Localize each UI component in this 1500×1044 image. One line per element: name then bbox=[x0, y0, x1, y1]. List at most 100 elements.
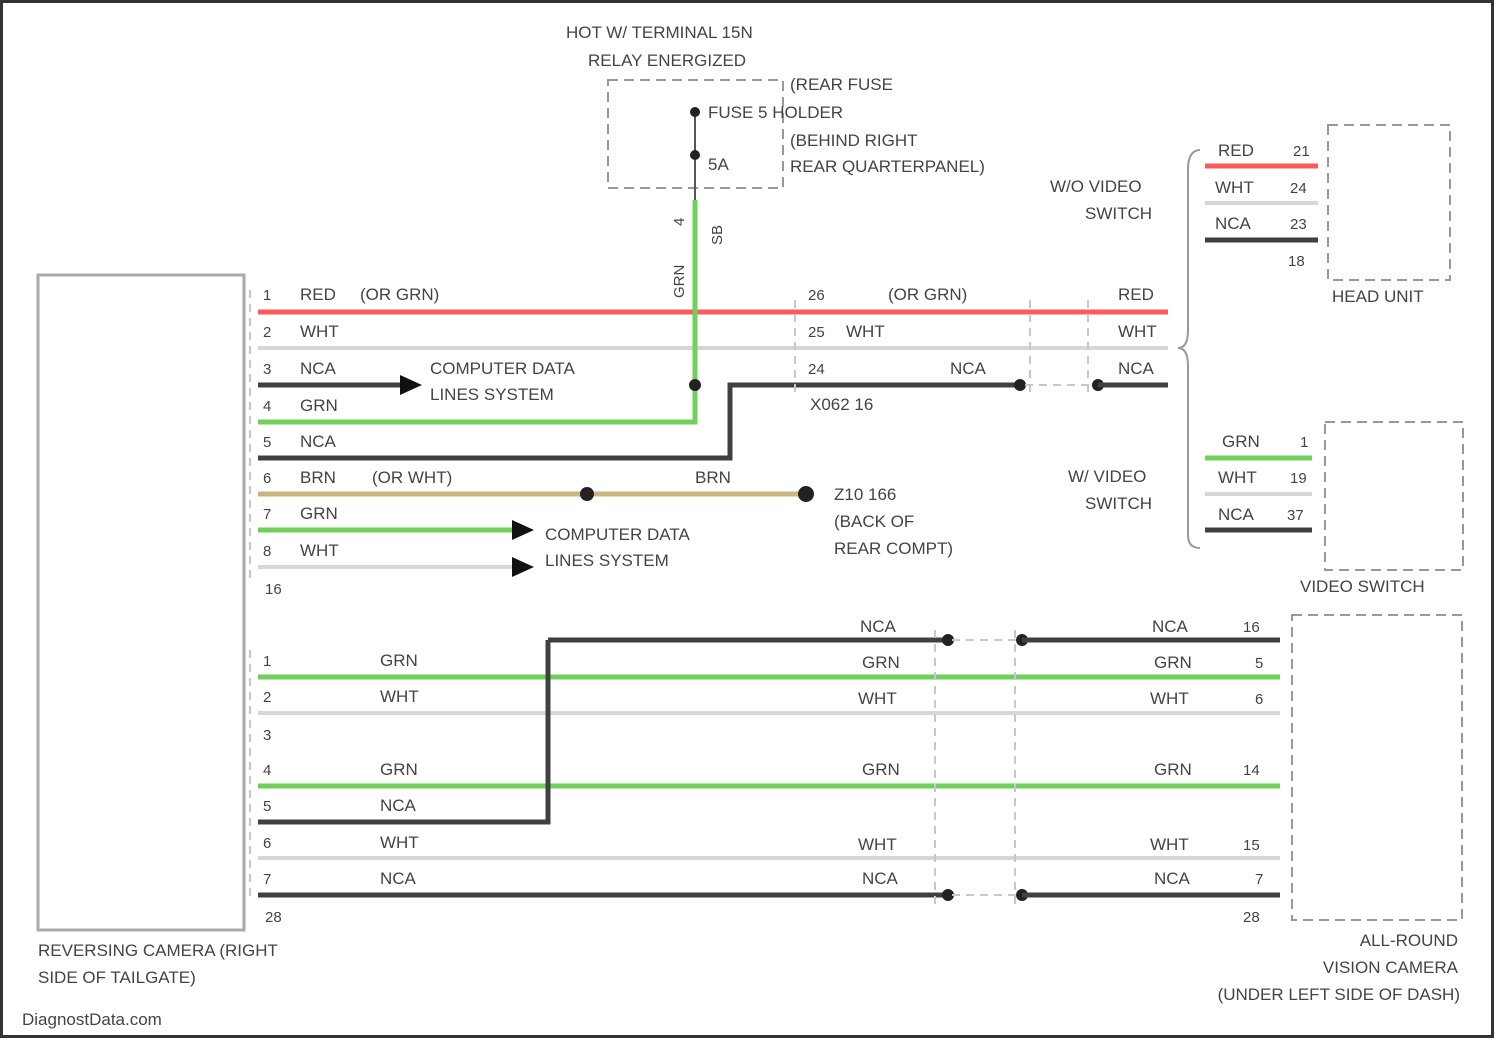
watermark: DiagnostData.com bbox=[22, 1010, 162, 1029]
rc-pin6-alt: (OR WHT) bbox=[372, 468, 452, 487]
data-lines-2-a: COMPUTER DATA bbox=[545, 525, 690, 544]
all-round-camera-box bbox=[1292, 615, 1462, 920]
vs-pin-grn-num: 1 bbox=[1300, 434, 1308, 451]
lc-pin-count: 28 bbox=[265, 909, 282, 926]
reversing-camera-name-1: REVERSING CAMERA (RIGHT bbox=[38, 941, 278, 960]
w-video-label-2: SWITCH bbox=[1085, 494, 1152, 513]
lower-mid-label-6: NCA bbox=[862, 869, 899, 888]
rc-pin6-num: 6 bbox=[263, 470, 271, 487]
splice-grn bbox=[689, 379, 701, 391]
lower-right-pin-5: 15 bbox=[1243, 837, 1260, 854]
brn-wire-label: BRN bbox=[695, 468, 731, 487]
vs-pin-nca-color: NCA bbox=[1218, 505, 1255, 524]
data-arrow-3 bbox=[512, 557, 534, 577]
wo-video-label-2: SWITCH bbox=[1085, 204, 1152, 223]
power-label-1: HOT W/ TERMINAL 15N bbox=[566, 23, 753, 42]
hu-pin-wht-color: WHT bbox=[1215, 178, 1254, 197]
vertical-wire-connector: SB bbox=[709, 225, 726, 245]
rc-pin2-color: WHT bbox=[300, 322, 339, 341]
lc-pin2-num: 2 bbox=[263, 689, 271, 706]
rc-pin1-alt: (OR GRN) bbox=[360, 285, 439, 304]
fuse-top-terminal bbox=[690, 107, 700, 117]
lower-mid-label-2: GRN bbox=[862, 653, 900, 672]
lc-pin5-color: NCA bbox=[380, 796, 417, 815]
rc-pin3-num: 3 bbox=[263, 361, 271, 378]
rc-pin-count: 16 bbox=[265, 581, 282, 598]
hu-pin-red-color: RED bbox=[1218, 141, 1254, 160]
rc-pin7-color: GRN bbox=[300, 504, 338, 523]
fuse-label-4: REAR QUARTERPANEL) bbox=[790, 157, 985, 176]
rc-pin3-color: NCA bbox=[300, 359, 337, 378]
lc-pin3-num: 3 bbox=[263, 727, 271, 744]
lower-right-pin-4: 14 bbox=[1243, 762, 1260, 779]
rc-pin6-color: BRN bbox=[300, 468, 336, 487]
rc-pin8-color: WHT bbox=[300, 541, 339, 560]
lc-pin1-color: GRN bbox=[380, 651, 418, 670]
mid-pin25-color: WHT bbox=[846, 322, 885, 341]
rc-pin1-color: RED bbox=[300, 285, 336, 304]
right-wht-label: WHT bbox=[1118, 322, 1157, 341]
lower-right-pin-1: 16 bbox=[1243, 619, 1260, 636]
rc-pin7-num: 7 bbox=[263, 506, 271, 523]
video-switch-box bbox=[1325, 422, 1463, 570]
data-arrow-1 bbox=[400, 375, 422, 395]
lc-pin5-num: 5 bbox=[263, 798, 271, 815]
rc-pin4-num: 4 bbox=[263, 398, 271, 415]
lc-pin4-num: 4 bbox=[263, 762, 271, 779]
hu-pin-count: 18 bbox=[1288, 253, 1305, 270]
mid-pin24-color: NCA bbox=[950, 359, 987, 378]
all-round-name-3: (UNDER LEFT SIDE OF DASH) bbox=[1218, 985, 1460, 1004]
lc-pin7-num: 7 bbox=[263, 871, 271, 888]
lower-right-pin-count: 28 bbox=[1243, 909, 1260, 926]
w-video-label-1: W/ VIDEO bbox=[1068, 467, 1146, 486]
lower-mid-label-1: NCA bbox=[860, 617, 897, 636]
lower-mid-label-3: WHT bbox=[858, 689, 897, 708]
lc-pin2-color: WHT bbox=[380, 687, 419, 706]
splice-brn bbox=[580, 487, 594, 501]
vs-pin-nca-num: 37 bbox=[1287, 507, 1304, 524]
lower-right-pin-2: 5 bbox=[1255, 655, 1263, 672]
hu-pin-nca-num: 23 bbox=[1290, 216, 1307, 233]
lc-pin6-num: 6 bbox=[263, 835, 271, 852]
lower-right-label-6: NCA bbox=[1154, 869, 1191, 888]
rc-pin4-color: GRN bbox=[300, 396, 338, 415]
ground-label-1: Z10 166 bbox=[834, 485, 896, 504]
rc-pin5-num: 5 bbox=[263, 434, 271, 451]
wo-video-label-1: W/O VIDEO bbox=[1050, 177, 1142, 196]
ground-point bbox=[798, 486, 814, 502]
reversing-camera-name-2: SIDE OF TAILGATE) bbox=[38, 968, 196, 987]
mid-pin24-num: 24 bbox=[808, 361, 825, 378]
hu-pin-nca-color: NCA bbox=[1215, 214, 1252, 233]
vertical-wire-color: GRN bbox=[671, 265, 688, 298]
lc-pin1-num: 1 bbox=[263, 653, 271, 670]
lower-right-label-3: WHT bbox=[1150, 689, 1189, 708]
all-round-name-2: VISION CAMERA bbox=[1323, 958, 1459, 977]
variant-brace bbox=[1178, 150, 1200, 548]
fuse-amp: 5A bbox=[708, 155, 729, 174]
lc-pin7-color: NCA bbox=[380, 869, 417, 888]
head-unit-box bbox=[1328, 125, 1450, 280]
lower-right-label-5: WHT bbox=[1150, 835, 1189, 854]
rc-pin2-num: 2 bbox=[263, 324, 271, 341]
lower-right-label-2: GRN bbox=[1154, 653, 1192, 672]
hu-pin-wht-num: 24 bbox=[1290, 180, 1307, 197]
data-lines-1-b: LINES SYSTEM bbox=[430, 385, 554, 404]
lower-right-label-1: NCA bbox=[1152, 617, 1189, 636]
ground-label-3: REAR COMPT) bbox=[834, 539, 953, 558]
mid-pin25-num: 25 bbox=[808, 324, 825, 341]
mid-connector-name: X062 16 bbox=[810, 395, 873, 414]
hu-pin-red-num: 21 bbox=[1293, 143, 1310, 160]
rc-pin5-color: NCA bbox=[300, 432, 337, 451]
lc-pin6-color: WHT bbox=[380, 833, 419, 852]
rc-pin8-num: 8 bbox=[263, 543, 271, 560]
right-nca-label: NCA bbox=[1118, 359, 1155, 378]
data-lines-2-b: LINES SYSTEM bbox=[545, 551, 669, 570]
fuse-label-1: (REAR FUSE bbox=[790, 75, 893, 94]
lower-right-pin-6: 7 bbox=[1255, 871, 1263, 888]
fuse-label-2: FUSE 5 HOLDER bbox=[708, 103, 843, 122]
data-lines-1-a: COMPUTER DATA bbox=[430, 359, 575, 378]
vs-pin-wht-color: WHT bbox=[1218, 468, 1257, 487]
right-red-label: RED bbox=[1118, 285, 1154, 304]
vertical-wire-pin: 4 bbox=[671, 218, 688, 226]
